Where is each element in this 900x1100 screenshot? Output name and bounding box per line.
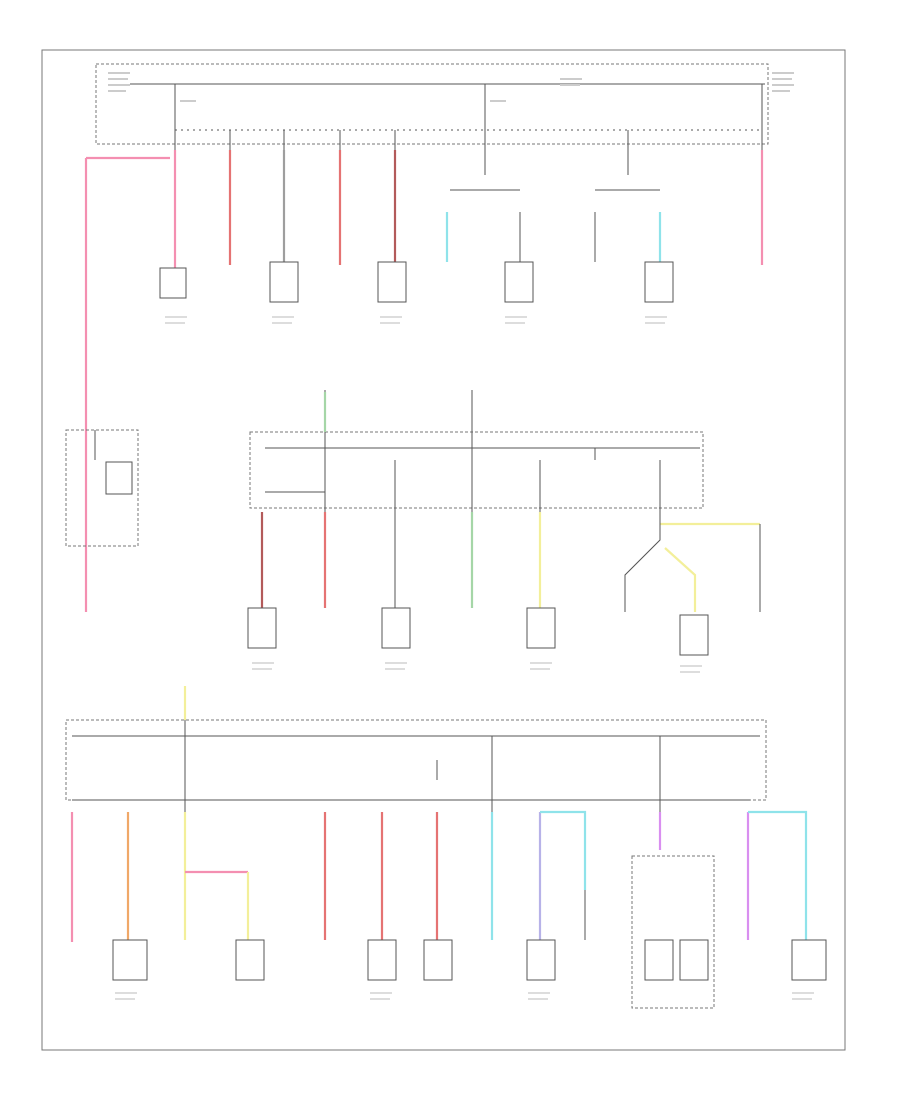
middle-components [247,607,709,656]
fuse-box-top [95,63,769,150]
bottom-wires [70,810,808,942]
fuse-box-bottom [65,686,767,812]
label-placeholders [115,316,814,1000]
fuse-box-top-text [108,72,794,102]
outer-border [41,49,846,1051]
left-relay-block [65,429,139,547]
top-components [159,261,674,303]
top-wires [84,150,764,612]
bottom-components [112,855,827,1009]
middle-wires [260,512,761,612]
fuse-box-middle [249,390,704,512]
